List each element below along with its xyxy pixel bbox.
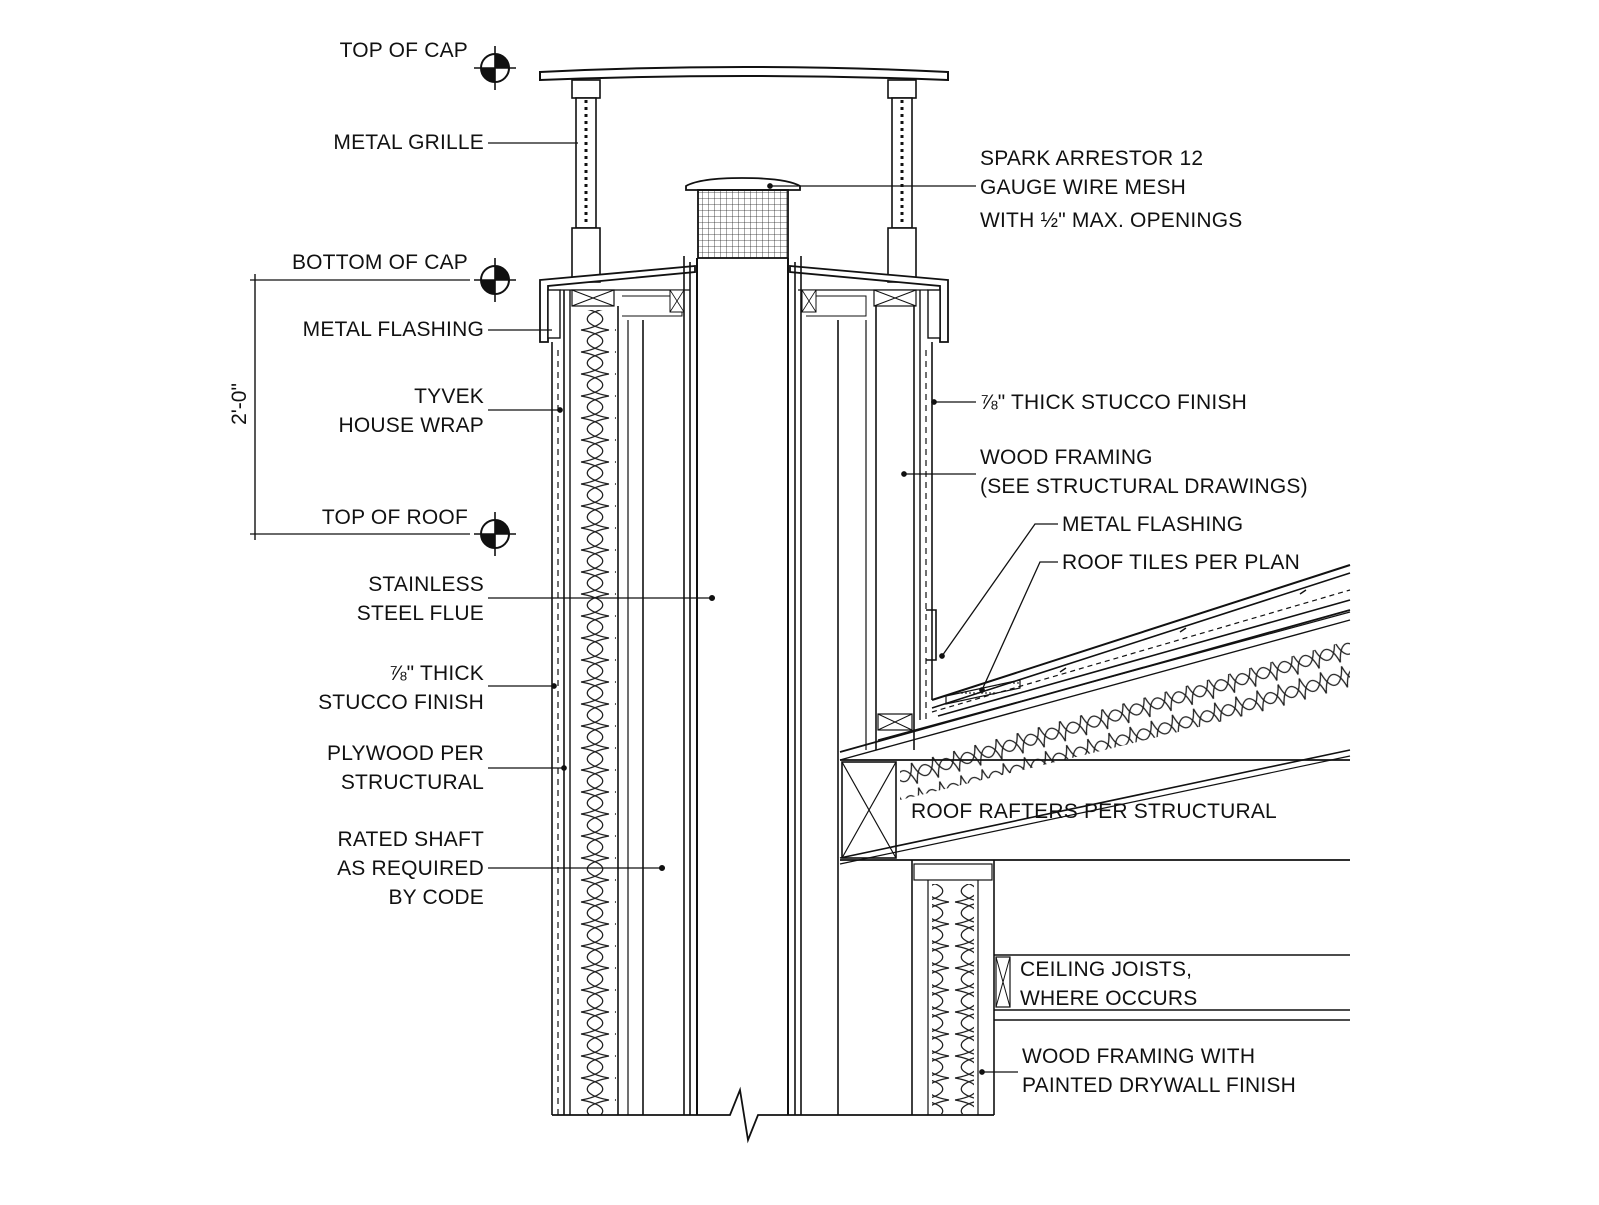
label-ceiling-line2: WHERE OCCURS <box>1020 987 1198 1010</box>
label-rated-shaft: RATED SHAFT AS REQUIRED BY CODE <box>260 825 484 912</box>
label-drywall: WOOD FRAMING WITH PAINTED DRYWALL FINISH <box>1022 1042 1296 1100</box>
label-spark-line2: GAUGE WIRE MESH <box>980 176 1187 199</box>
label-wood-framing: WOOD FRAMING (SEE STRUCTURAL DRAWINGS) <box>980 443 1308 501</box>
label-tyvek-house-wrap: TYVEK HOUSE WRAP <box>280 382 484 440</box>
label-ceiling-joists: CEILING JOISTS, WHERE OCCURS <box>1020 955 1197 1013</box>
label-metal-flashing-left: METAL FLASHING <box>302 318 484 341</box>
spark-arrestor <box>685 177 801 259</box>
label-spark-arrestor: SPARK ARRESTOR 12 GAUGE WIRE MESH WITH ½… <box>980 144 1243 235</box>
label-stucco-left: ⅞" THICK STUCCO FINISH <box>260 659 484 717</box>
label-tyvek-line1: TYVEK <box>414 385 484 408</box>
top-of-roof-marker-icon <box>474 512 516 556</box>
label-stucco-left-line2: STUCCO FINISH <box>318 691 484 714</box>
cap-flashing-shroud <box>539 265 949 343</box>
label-stucco-left-line1: ⅞" THICK <box>388 662 484 685</box>
label-top-of-cap: TOP OF CAP <box>339 39 468 62</box>
label-top-of-roof: TOP OF ROOF <box>321 506 468 529</box>
dimension-line <box>250 274 470 540</box>
label-wood-framing-line2: (SEE STRUCTURAL DRAWINGS) <box>980 475 1308 498</box>
label-shaft-line1: RATED SHAFT <box>337 828 484 851</box>
label-metal-flashing-right: METAL FLASHING <box>1062 513 1244 536</box>
label-roof-rafters: ROOF RAFTERS PER STRUCTURAL <box>911 800 1277 823</box>
label-wood-framing-line1: WOOD FRAMING <box>980 446 1153 469</box>
chimney-cap <box>539 66 949 82</box>
break-line <box>552 1086 994 1144</box>
dimension-text: 2'-0" <box>228 383 251 425</box>
right-chase-wall <box>787 256 937 1115</box>
label-flue-line1: STAINLESS <box>368 573 484 596</box>
label-plywood: PLYWOOD PER STRUCTURAL <box>260 739 484 797</box>
label-shaft-line2: AS REQUIRED <box>337 857 484 880</box>
label-spark-line1: SPARK ARRESTOR 12 <box>980 147 1204 170</box>
label-stucco-right: ⅞" THICK STUCCO FINISH <box>980 391 1247 414</box>
label-spark-line3: WITH ½" MAX. OPENINGS <box>980 209 1243 232</box>
label-stainless-steel-flue: STAINLESS STEEL FLUE <box>280 570 484 628</box>
label-metal-grille: METAL GRILLE <box>333 131 484 154</box>
lower-wall <box>911 860 1350 1115</box>
label-plywood-line2: STRUCTURAL <box>340 771 484 794</box>
label-plywood-line1: PLYWOOD PER <box>326 742 484 765</box>
top-of-cap-marker-icon <box>474 46 516 90</box>
label-roof-tiles: ROOF TILES PER PLAN <box>1062 551 1300 574</box>
left-chase-wall <box>551 256 698 1115</box>
elevation-markers <box>474 46 516 556</box>
bottom-of-cap-marker-icon <box>474 258 516 302</box>
label-shaft-line3: BY CODE <box>388 886 484 909</box>
label-bottom-of-cap: BOTTOM OF CAP <box>291 251 468 274</box>
label-drywall-line1: WOOD FRAMING WITH <box>1022 1045 1256 1068</box>
label-flue-line2: STEEL FLUE <box>356 602 484 625</box>
label-drywall-line2: PAINTED DRYWALL FINISH <box>1022 1074 1296 1097</box>
label-ceiling-line1: CEILING JOISTS, <box>1020 958 1193 981</box>
label-tyvek-line2: HOUSE WRAP <box>338 414 484 437</box>
leader-lines <box>488 142 1058 1075</box>
